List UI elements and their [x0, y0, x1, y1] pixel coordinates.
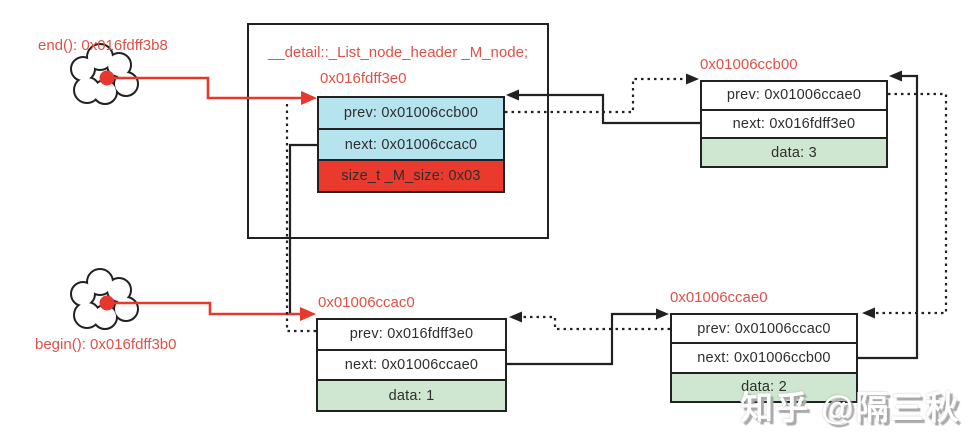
node1-data-cell: data: 1	[318, 379, 505, 411]
begin-arrow	[112, 301, 316, 321]
node2-address-label: 0x01006ccae0	[670, 289, 768, 306]
node3-prev-cell: prev: 0x01006ccae0	[702, 82, 886, 109]
list-node-1: prev: 0x016fdff3e0 next: 0x01006ccae0 da…	[316, 318, 507, 412]
node1-address-label: 0x01006ccac0	[318, 294, 415, 311]
list-node-3: prev: 0x01006ccae0 next: 0x016fdff3e0 da…	[700, 80, 888, 168]
node2-data-cell: data: 2	[672, 371, 856, 401]
node3-next-cell: next: 0x016fdff3e0	[702, 108, 886, 138]
node3-data-cell: data: 3	[702, 137, 886, 167]
header-prev-cell: prev: 0x01006ccb00	[319, 98, 503, 128]
header-address-label: 0x016fdff3e0	[320, 70, 407, 87]
end-pointer-dot	[99, 70, 115, 86]
node1-next-cell: next: 0x01006ccae0	[318, 348, 505, 380]
begin-pointer-dot	[99, 295, 115, 311]
node3-address-label: 0x01006ccb00	[700, 56, 798, 73]
node1-prev-cell: prev: 0x016fdff3e0	[318, 320, 505, 349]
begin-pointer-label: begin(): 0x016fdff3b0	[35, 336, 177, 353]
end-pointer-label: end(): 0x016fdff3b8	[38, 37, 168, 54]
header-size-cell: size_t _M_size: 0x03	[319, 159, 503, 192]
next-arrow-node1-to-node2	[507, 308, 669, 366]
zhihu-watermark: 知乎 @隔三秋	[740, 389, 961, 426]
header-struct-title: __detail::_List_node_header _M_node;	[267, 44, 529, 61]
node2-next-cell: next: 0x01006ccb00	[672, 342, 856, 372]
node2-prev-cell: prev: 0x01006ccac0	[672, 315, 856, 343]
list-node-2: prev: 0x01006ccac0 next: 0x01006ccb00 da…	[670, 313, 858, 403]
header-next-cell: next: 0x01006ccac0	[319, 127, 503, 160]
begin-cloud-icon	[70, 268, 139, 330]
list-header-node: prev: 0x01006ccb00 next: 0x01006ccac0 si…	[317, 96, 505, 193]
prev-arrow-node2-to-node1	[509, 311, 670, 331]
